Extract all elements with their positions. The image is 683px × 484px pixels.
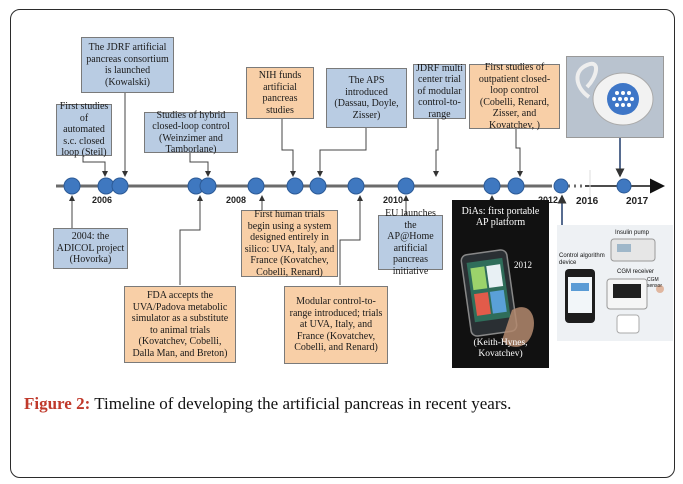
timeline-node — [63, 177, 81, 195]
event-box: Modular control-to-range introduced; tri… — [284, 286, 388, 364]
diAs-credit: (Keith-Hynes, Kovatchev) — [473, 338, 528, 359]
event-box: The APS introduced (Dassau, Doyle, Zisse… — [326, 68, 407, 128]
timeline-node — [286, 177, 304, 195]
timeline-node — [507, 177, 525, 195]
year-label: 2008 — [226, 195, 247, 205]
diAs-year: 2012 — [514, 260, 532, 270]
figure-caption: Figure 2: Timeline of developing the art… — [24, 392, 664, 416]
diAs-title: DiAs: first portable AP platform — [461, 206, 540, 228]
year-label: 2010 — [383, 195, 404, 205]
label-cgm-receiver: CGM receiver — [617, 269, 655, 275]
devices-illustration — [565, 238, 664, 334]
connector-aps — [317, 128, 367, 177]
event-box: First studies of automated s.c. closed l… — [56, 101, 112, 158]
timeline-node — [111, 177, 129, 195]
event-box: 2004: the ADICOL project (Hovorka) — [53, 228, 128, 269]
connector-outpatient — [515, 128, 523, 177]
timeline-node — [199, 177, 217, 195]
caption-text: Timeline of developing the artificial pa… — [94, 394, 512, 413]
event-box: The JDRF artificial pancreas consortium … — [81, 37, 174, 93]
connector-steil — [82, 155, 108, 177]
caption-label: Figure 2: — [24, 394, 91, 413]
year-label: 2006 — [92, 195, 113, 205]
label-insulin-pump: Insulin pump — [615, 230, 650, 236]
connector-hybrid — [189, 152, 211, 177]
timeline-node — [309, 177, 327, 195]
timeline-node — [247, 177, 265, 195]
timeline-node — [553, 178, 569, 194]
connector-nih — [281, 118, 296, 177]
diAs-photo: DiAs: first portable AP platform 2012 (K… — [452, 200, 549, 368]
timeline-node — [397, 177, 415, 195]
event-box: NIH funds artificial pancreas studies — [246, 67, 314, 119]
timeline-node — [483, 177, 501, 195]
insulin-pump-illustration — [567, 57, 663, 137]
event-box: FDA accepts the UVA/Padova metabolic sim… — [124, 286, 236, 363]
connector-modular — [339, 195, 363, 285]
event-box: First studies of outpatient closed-loop … — [469, 62, 560, 131]
event-box: EU launches the AP@Home artificial pancr… — [378, 208, 443, 277]
timeline-node — [616, 178, 632, 194]
phone-illustration — [460, 249, 534, 347]
event-box: JDRF multi center trial of modular contr… — [413, 63, 466, 120]
label-cgm-sensor: CGM sensor — [647, 277, 663, 289]
label-control-algorithm: Control algorithm device — [559, 253, 605, 266]
year-label: 2017 — [626, 196, 649, 207]
connector-jdrf-multi — [433, 118, 439, 177]
year-label: 2016 — [576, 196, 599, 207]
event-box: First human trials begin using a system … — [241, 209, 338, 278]
timeline-node — [347, 177, 365, 195]
ap-devices-photo: Insulin pump Control algorithm device CG… — [557, 225, 673, 341]
insulin-pump-photo — [566, 56, 664, 138]
connector-fda — [179, 195, 203, 285]
event-box: Studies of hybrid closed-loop control (W… — [144, 110, 238, 155]
